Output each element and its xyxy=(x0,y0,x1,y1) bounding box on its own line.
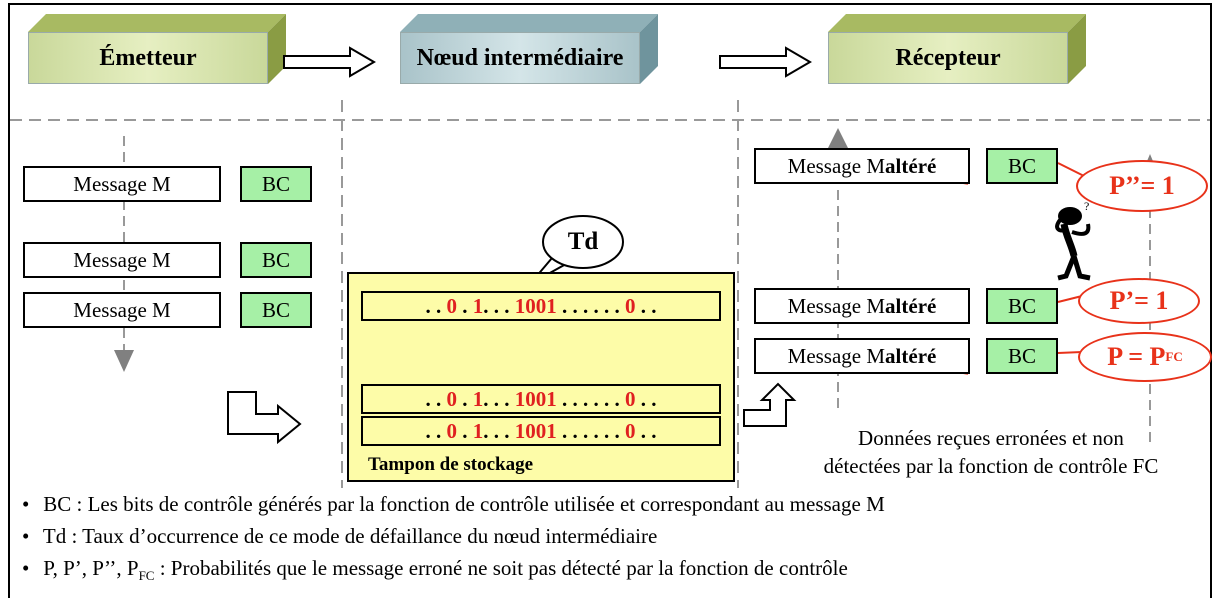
right-message-2: Message M altéré xyxy=(754,288,970,324)
left-message-1: Message M xyxy=(23,166,221,202)
arrow-into-buffer xyxy=(227,391,302,445)
left-flow-arrowhead xyxy=(114,350,134,372)
buffer-row-3: . . 0 . 1. . . 1001 . . . . . . 0 . . xyxy=(361,416,721,446)
buffer-row-2: . . 0 . 1. . . 1001 . . . . . . 0 . . xyxy=(361,384,721,414)
noeud-label: Nœud intermédiaire xyxy=(400,32,640,84)
legend-td: • Td : Taux d’occurrence de ce mode de d… xyxy=(22,524,658,548)
confused-figure-icon: ? xyxy=(1055,199,1091,281)
left-bc-2: BC xyxy=(240,242,312,278)
noeud-box: Nœud intermédiaire xyxy=(400,14,658,84)
right-flow-arrowhead-1 xyxy=(826,128,850,152)
emetteur-box: Émetteur xyxy=(28,14,286,84)
recepteur-box: Récepteur xyxy=(828,14,1086,84)
right-message-3: Message M altéré xyxy=(754,338,970,374)
probability-p-double-prime: P’’= 1 xyxy=(1076,160,1208,212)
legend-probabilities: • P, P’, P’’, PFC : Probabilités que le … xyxy=(22,556,848,584)
right-bc-2: BC xyxy=(986,288,1058,324)
arrow-emetteur-noeud xyxy=(283,46,376,78)
right-bc-1: BC xyxy=(986,148,1058,184)
right-message-1: Message M altéré xyxy=(754,148,970,184)
recepteur-label: Récepteur xyxy=(828,32,1068,84)
probability-p-prime: P’= 1 xyxy=(1078,278,1200,324)
left-bc-1: BC xyxy=(240,166,312,202)
td-label: Td xyxy=(567,228,599,255)
legend-bc: • BC : Les bits de contrôle générés par … xyxy=(22,492,885,516)
received-data-caption: Données reçues erronées et non détectées… xyxy=(823,426,1159,478)
arrow-out-of-buffer xyxy=(743,382,797,427)
right-bc-3: BC xyxy=(986,338,1058,374)
diagram-frame xyxy=(8,3,1212,598)
buffer-title: Tampon de stockage xyxy=(368,454,534,475)
buffer-row-1: . . 0 . 1. . . 1001 . . . . . . 0 . . xyxy=(361,291,721,321)
svg-text:?: ? xyxy=(1084,199,1089,213)
td-bubble xyxy=(542,215,624,269)
left-message-3: Message M xyxy=(23,292,221,328)
left-bc-3: BC xyxy=(240,292,312,328)
arrow-noeud-recepteur xyxy=(719,46,812,78)
emetteur-label: Émetteur xyxy=(28,32,268,84)
left-message-2: Message M xyxy=(23,242,221,278)
